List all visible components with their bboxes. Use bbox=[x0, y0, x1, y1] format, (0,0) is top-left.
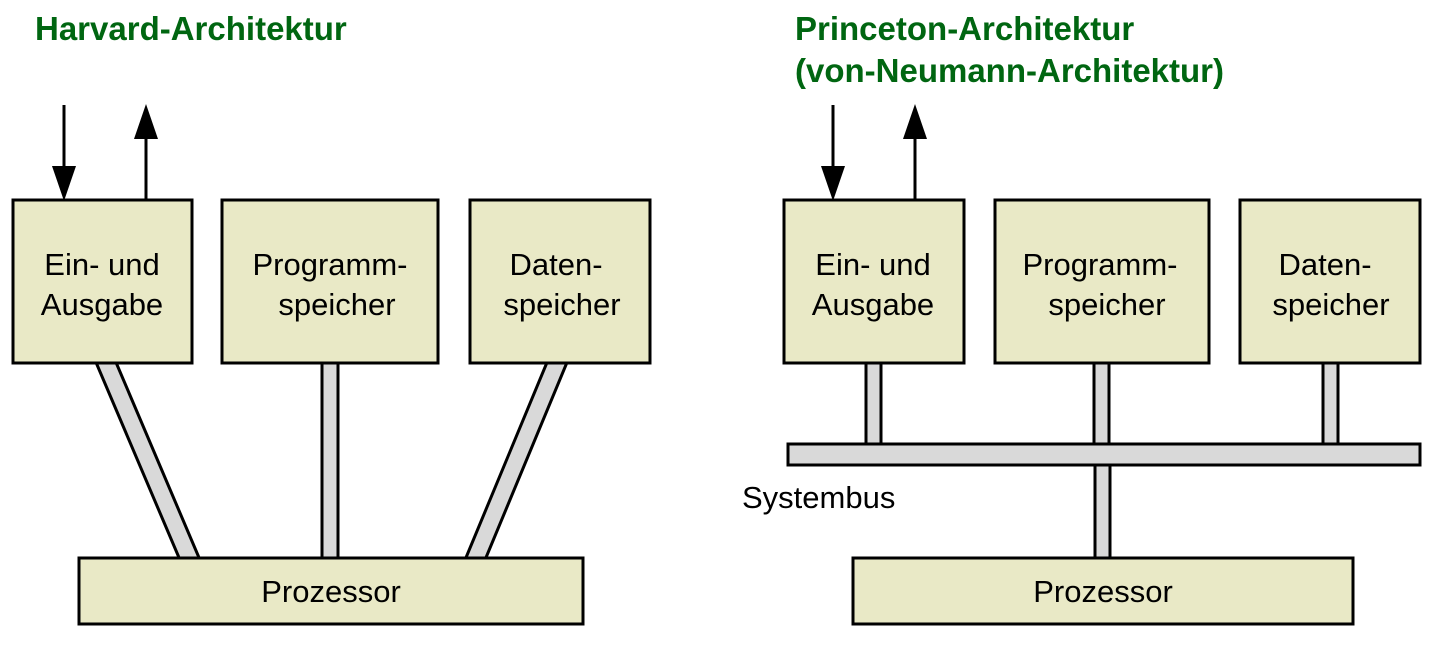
harvard-box-processor-rect bbox=[77, 556, 585, 626]
princeton-connector-data bbox=[1321, 358, 1340, 448]
harvard-connector-io bbox=[92, 358, 203, 562]
harvard-connector-program bbox=[320, 358, 340, 562]
harvard-architecture-group: Harvard-Architektur Ein- und Ausgabe Pro… bbox=[11, 10, 652, 626]
arrow-up-icon bbox=[134, 104, 158, 139]
princeton-box-io-line1: Ein- und bbox=[815, 247, 930, 282]
harvard-box-io-line1: Ein- und bbox=[44, 247, 159, 282]
harvard-input-arrow bbox=[52, 105, 76, 201]
princeton-box-io-rect bbox=[782, 198, 966, 365]
princeton-box-program-memory-rect bbox=[993, 198, 1211, 365]
princeton-box-data-memory-rect bbox=[1238, 198, 1422, 365]
princeton-box-processor-label: Prozessor bbox=[1033, 574, 1173, 609]
harvard-box-io-rect bbox=[11, 198, 194, 365]
harvard-box-processor[interactable]: Prozessor bbox=[77, 556, 585, 626]
princeton-box-io[interactable]: Ein- und Ausgabe bbox=[782, 198, 966, 365]
harvard-box-program-memory[interactable]: Programm- speicher bbox=[220, 198, 440, 365]
princeton-box-io-line2: Ausgabe bbox=[812, 287, 934, 322]
princeton-box-processor-rect bbox=[851, 556, 1355, 626]
arrow-down-icon bbox=[821, 166, 845, 201]
harvard-output-arrow bbox=[134, 104, 158, 200]
princeton-output-arrow bbox=[903, 104, 927, 200]
harvard-box-data-memory-line2: speicher bbox=[503, 287, 620, 322]
princeton-input-arrow bbox=[821, 105, 845, 201]
harvard-title: Harvard-Architektur bbox=[35, 10, 347, 47]
harvard-box-io-line2: Ausgabe bbox=[41, 287, 163, 322]
princeton-connector-program bbox=[1092, 358, 1111, 448]
princeton-system-bus bbox=[786, 442, 1422, 467]
arrow-up-icon bbox=[903, 104, 927, 139]
princeton-title-line2: (von-Neumann-Architektur) bbox=[795, 52, 1224, 89]
princeton-box-program-memory-line2: speicher bbox=[1048, 287, 1165, 322]
princeton-system-bus-label: Systembus bbox=[742, 480, 895, 515]
princeton-box-program-memory-line1: Programm- bbox=[1022, 247, 1177, 282]
princeton-title-line1: Princeton-Architektur bbox=[795, 10, 1134, 47]
princeton-box-data-memory-line1: Daten- bbox=[1278, 247, 1371, 282]
harvard-box-program-memory-rect bbox=[220, 198, 440, 365]
princeton-architecture-group: Princeton-Architektur (von-Neumann-Archi… bbox=[742, 10, 1422, 626]
princeton-connector-processor bbox=[1093, 460, 1112, 562]
harvard-box-data-memory-rect bbox=[468, 198, 652, 365]
princeton-box-data-memory-line2: speicher bbox=[1272, 287, 1389, 322]
princeton-connector-io bbox=[864, 358, 883, 448]
princeton-box-data-memory[interactable]: Daten- speicher bbox=[1238, 198, 1422, 365]
princeton-box-processor[interactable]: Prozessor bbox=[851, 556, 1355, 626]
arrow-down-icon bbox=[52, 166, 76, 201]
harvard-box-data-memory[interactable]: Daten- speicher bbox=[468, 198, 652, 365]
harvard-box-program-memory-line2: speicher bbox=[278, 287, 395, 322]
harvard-box-io[interactable]: Ein- und Ausgabe bbox=[11, 198, 194, 365]
harvard-box-data-memory-line1: Daten- bbox=[509, 247, 602, 282]
harvard-connector-data bbox=[462, 358, 571, 562]
harvard-box-processor-label: Prozessor bbox=[261, 574, 401, 609]
harvard-box-program-memory-line1: Programm- bbox=[252, 247, 407, 282]
princeton-box-program-memory[interactable]: Programm- speicher bbox=[993, 198, 1211, 365]
